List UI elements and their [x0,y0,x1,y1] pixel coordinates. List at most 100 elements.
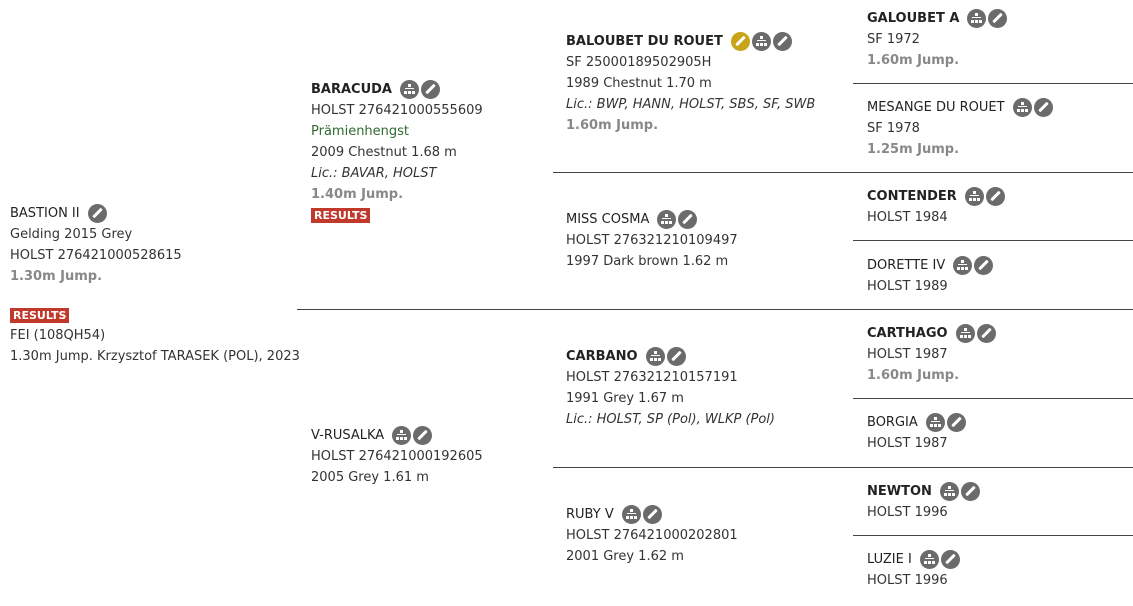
pencil-icon[interactable] [960,482,980,501]
dam-sire-lic: Lic.: HOLST, SP (Pol), WLKP (Pol) [566,412,775,427]
pencil-icon[interactable] [1033,98,1053,117]
pencil-icon[interactable] [642,505,662,524]
sire-sire-reg: SF 25000189502905H [566,55,712,70]
sire-dam-reg: HOLST 276321210109497 [566,233,738,248]
pedigree-tree-icon[interactable] [953,256,973,275]
gen3-jump: 1.60m Jump. [867,53,960,68]
pencil-icon[interactable] [976,324,996,343]
pedigree-tree-icon[interactable] [751,32,771,51]
dam-horse: V-RUSALKA HOLST 276421000192605 2005 Gre… [311,425,483,488]
gen3-reg: HOLST 1989 [867,279,948,294]
pedigree-tree-icon[interactable] [964,187,984,206]
gen3-name[interactable]: BORGIA [867,415,918,430]
sire-jump: 1.40m Jump. [311,187,404,202]
divider-sire-branch [553,172,1133,173]
key-icon[interactable] [730,32,750,51]
sire-sire-lic: Lic.: BWP, HANN, HOLST, SBS, SF, SWB [566,97,816,112]
divider-gen3-3 [853,240,1133,241]
sire-dam-name[interactable]: MISS COSMA [566,212,650,227]
pencil-icon[interactable] [678,210,698,229]
dam-name[interactable]: V-RUSALKA [311,428,385,443]
gen3-horse-2: MESANGE DU ROUET SF 1978 1.25m Jump. [867,97,1053,160]
gen3-horse-3: CONTENDER HOLST 1984 [867,186,1005,228]
pedigree-tree-icon[interactable] [400,80,419,99]
dam-sire-name[interactable]: CARBANO [566,349,638,364]
gen3-name[interactable]: LUZIE I [867,552,912,567]
gen3-reg: HOLST 1984 [867,210,948,225]
subject-fei: FEI (108QH54) [10,328,106,343]
gen3-name[interactable]: GALOUBET A [867,11,960,26]
sire-sire-name[interactable]: BALOUBET DU ROUET [566,34,723,49]
gen3-horse-8: LUZIE I HOLST 1996 [867,549,960,591]
pencil-icon[interactable] [421,80,440,99]
divider-sire-dam [297,309,1133,310]
sire-details: 2009 Chestnut 1.68 m [311,145,457,160]
sire-sire-details: 1989 Chestnut 1.70 m [566,76,712,91]
gen3-name[interactable]: DORETTE IV [867,258,946,273]
divider-gen3-5 [853,398,1133,399]
gen3-reg: SF 1972 [867,32,920,47]
sire-name[interactable]: BARACUDA [311,82,392,97]
dam-dam-horse: RUBY V HOLST 276421000202801 2001 Grey 1… [566,504,738,567]
pencil-icon[interactable] [988,9,1008,28]
pencil-icon[interactable] [940,550,960,569]
sire-title: Prämienhengst [311,124,410,139]
pencil-icon[interactable] [772,32,792,51]
pedigree-tree-icon[interactable] [919,550,939,569]
sire-horse: BARACUDA HOLST 276421000555609 Prämienhe… [311,79,483,226]
gen3-name[interactable]: CARTHAGO [867,326,948,341]
subject-jump: 1.30m Jump. [10,269,103,284]
sire-sire-jump: 1.60m Jump. [566,118,659,133]
gen3-name[interactable]: NEWTON [867,484,932,499]
pencil-icon[interactable] [666,347,686,366]
pedigree-tree-icon[interactable] [657,210,677,229]
gen3-horse-1: GALOUBET A SF 1972 1.60m Jump. [867,8,1008,71]
dam-sire-horse: CARBANO HOLST 276321210157191 1991 Grey … [566,346,775,430]
dam-dam-details: 2001 Grey 1.62 m [566,549,684,564]
gen3-jump: 1.60m Jump. [867,368,960,383]
gen3-jump: 1.25m Jump. [867,142,960,157]
gen3-reg: HOLST 1996 [867,505,948,520]
pencil-icon[interactable] [985,187,1005,206]
gen3-name[interactable]: MESANGE DU ROUET [867,100,1005,115]
pencil-icon[interactable] [974,256,994,275]
gen3-horse-7: NEWTON HOLST 1996 [867,481,980,523]
pedigree-tree-icon[interactable] [939,482,959,501]
divider-dam-branch [553,467,1133,468]
subject-results-badge[interactable]: RESULTS [10,308,70,323]
dam-reg: HOLST 276421000192605 [311,449,483,464]
subject-line1: Gelding 2015 Grey [10,227,133,242]
pedigree-tree-icon[interactable] [1012,98,1032,117]
subject-result-text: 1.30m Jump. Krzysztof TARASEK (POL), 202… [10,349,300,364]
sire-dam-horse: MISS COSMA HOLST 276321210109497 1997 Da… [566,209,738,272]
dam-dam-name[interactable]: RUBY V [566,507,614,522]
pedigree-tree-icon[interactable] [621,505,641,524]
gen3-reg: HOLST 1987 [867,347,948,362]
pencil-icon[interactable] [87,204,107,223]
sire-dam-details: 1997 Dark brown 1.62 m [566,254,729,269]
gen3-horse-6: BORGIA HOLST 1987 [867,412,966,454]
pedigree-tree-icon[interactable] [955,324,975,343]
gen3-name[interactable]: CONTENDER [867,189,957,204]
dam-sire-details: 1991 Grey 1.67 m [566,391,684,406]
sire-results-badge[interactable]: RESULTS [311,208,371,223]
sire-lic: Lic.: BAVAR, HOLST [311,166,437,181]
subject-line2: HOLST 276421000528615 [10,248,182,263]
gen3-reg: HOLST 1996 [867,573,948,588]
pedigree-tree-icon[interactable] [645,347,665,366]
gen3-horse-4: DORETTE IV HOLST 1989 [867,255,994,297]
dam-dam-reg: HOLST 276421000202801 [566,528,738,543]
subject-name[interactable]: BASTION II [10,206,80,221]
gen3-reg: HOLST 1987 [867,436,948,451]
dam-details: 2005 Grey 1.61 m [311,470,429,485]
pencil-icon[interactable] [413,426,433,445]
pedigree-tree-icon[interactable] [392,426,412,445]
dam-sire-reg: HOLST 276321210157191 [566,370,738,385]
pedigree-tree-icon[interactable] [925,413,945,432]
divider-gen3-7 [853,535,1133,536]
pedigree-tree-icon[interactable] [967,9,987,28]
divider-gen3-1 [853,83,1133,84]
gen3-reg: SF 1978 [867,121,920,136]
pencil-icon[interactable] [946,413,966,432]
gen3-horse-5: CARTHAGO HOLST 1987 1.60m Jump. [867,323,996,386]
